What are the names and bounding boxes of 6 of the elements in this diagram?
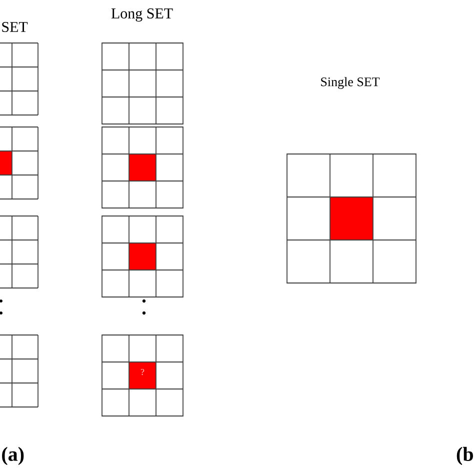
panel-label: (b [456, 446, 473, 466]
panel-label: (a) [2, 446, 24, 466]
panel-title: Single SET [321, 77, 380, 89]
column-title: Long SET [111, 8, 173, 22]
column-title: SET [2, 22, 28, 32]
question-mark: ? [140, 368, 144, 376]
